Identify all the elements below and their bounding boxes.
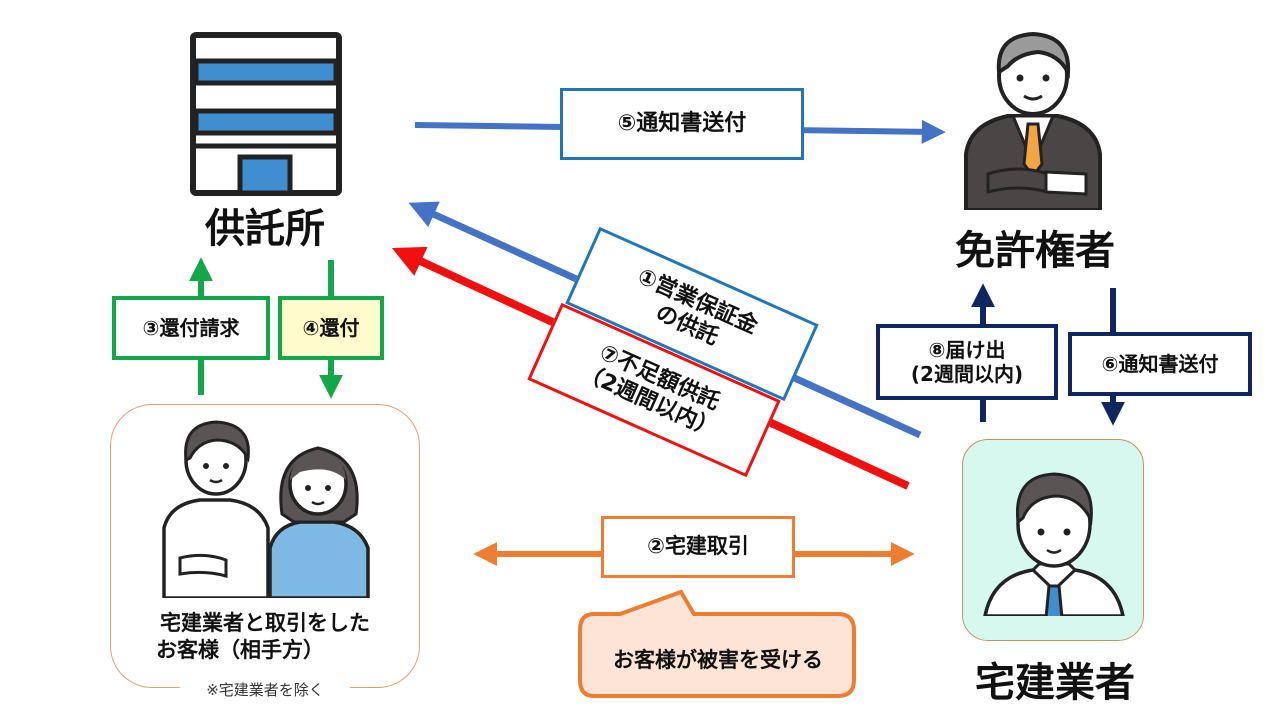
callout-bubble bbox=[578, 589, 856, 698]
official-person-icon bbox=[964, 31, 1102, 210]
customers-label-line2: お客様（相手方） bbox=[156, 638, 324, 663]
step8-box: ⑧届け出 (2週間以内) bbox=[876, 324, 1058, 400]
step4-box: ④還付 bbox=[278, 296, 384, 360]
real-estate-agent-panel bbox=[962, 439, 1144, 641]
step8-label-line1: ⑧届け出 bbox=[928, 338, 1006, 362]
step3-box: ③還付請求 bbox=[112, 296, 270, 360]
callout-label: お客様が被害を受ける bbox=[613, 648, 823, 672]
step5-box: ⑤通知書送付 bbox=[560, 88, 804, 160]
step6-label: ⑥通知書送付 bbox=[1101, 352, 1219, 376]
step3-label: ③還付請求 bbox=[142, 316, 240, 340]
deposit-office-label: 供託所 bbox=[205, 206, 325, 252]
customers-label-line1: 宅建業者と取引をした bbox=[160, 611, 370, 635]
step8-label-line2: (2週間以内) bbox=[910, 362, 1024, 386]
step6-box: ⑥通知書送付 bbox=[1068, 332, 1252, 396]
licensing-authority-label: 免許権者 bbox=[955, 228, 1115, 274]
businessman-icon bbox=[963, 472, 1143, 640]
customers-label: 宅建業者と取引をした お客様（相手方） bbox=[120, 610, 410, 665]
step2-box: ②宅建取引 bbox=[601, 516, 795, 578]
step5-label: ⑤通知書送付 bbox=[617, 110, 747, 136]
real-estate-agent-label: 宅建業者 bbox=[975, 660, 1135, 706]
building-icon bbox=[190, 32, 342, 196]
customers-note: ※宅建業者を除く bbox=[180, 679, 350, 700]
step4-label: ④還付 bbox=[302, 316, 360, 340]
step2-label: ②宅建取引 bbox=[647, 534, 749, 559]
couple-icon bbox=[162, 420, 370, 598]
